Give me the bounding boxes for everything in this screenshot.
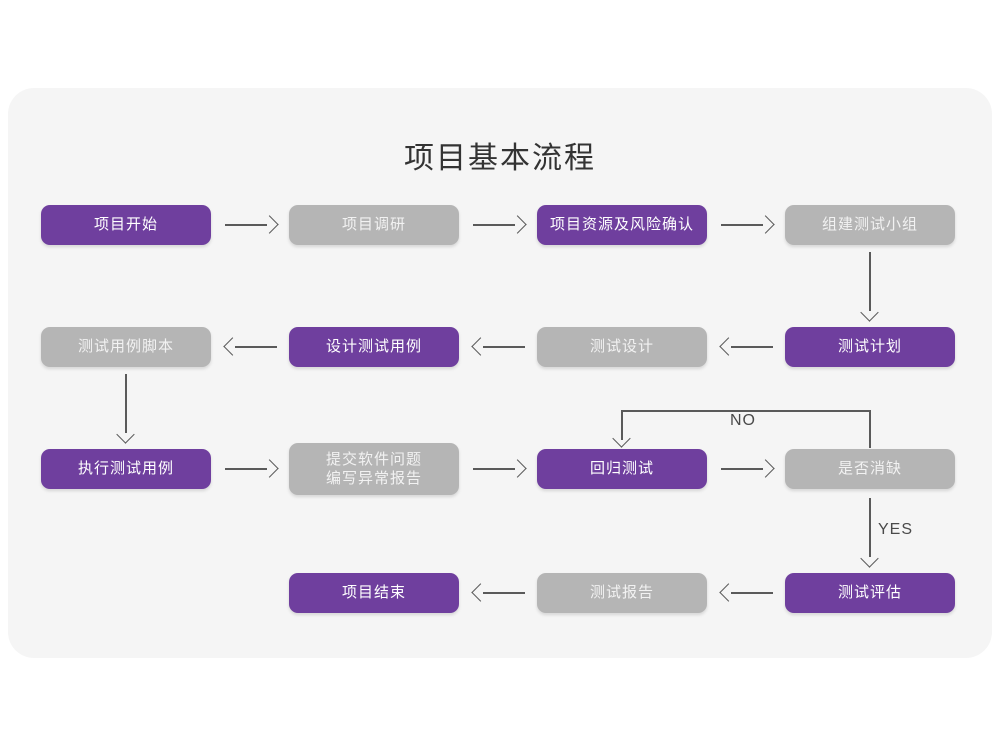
node-label: 项目开始 bbox=[93, 216, 158, 234]
arrow-n7-to-n6 bbox=[471, 337, 525, 357]
arrow-head-right-icon bbox=[756, 215, 775, 234]
node-project-start[interactable]: 项目开始 bbox=[41, 205, 211, 245]
node-project-end[interactable]: 项目结束 bbox=[289, 573, 459, 613]
arrow-shaft bbox=[869, 252, 871, 311]
node-resource-risk-confirm[interactable]: 项目资源及风险确认 bbox=[537, 205, 707, 245]
node-test-plan[interactable]: 测试计划 bbox=[785, 327, 955, 367]
arrow-n4-to-n8 bbox=[860, 252, 880, 322]
arrow-shaft bbox=[731, 346, 773, 348]
arrow-shaft bbox=[225, 224, 267, 226]
arrow-head-down-icon bbox=[860, 549, 879, 568]
arrow-n8-to-n7 bbox=[719, 337, 773, 357]
arrow-head-down-icon bbox=[860, 303, 879, 322]
arrow-head-right-icon bbox=[508, 215, 527, 234]
arrow-shaft bbox=[869, 498, 871, 557]
arrow-n10-to-n11 bbox=[473, 459, 527, 479]
node-execute-test-case[interactable]: 执行测试用例 bbox=[41, 449, 211, 489]
arrow-shaft bbox=[125, 374, 127, 433]
arrow-head-down-icon bbox=[116, 425, 135, 444]
node-label: 是否消缺 bbox=[837, 460, 902, 478]
diagram-panel bbox=[8, 88, 992, 658]
arrow-n2-to-n3 bbox=[473, 215, 527, 235]
loop-segment-vertical-right bbox=[869, 410, 871, 448]
arrow-head-left-icon bbox=[471, 583, 490, 602]
arrow-shaft bbox=[473, 224, 515, 226]
node-test-case-script[interactable]: 测试用例脚本 bbox=[41, 327, 211, 367]
arrow-head-left-icon bbox=[719, 583, 738, 602]
node-label: 测试报告 bbox=[589, 584, 654, 602]
node-label: 项目调研 bbox=[341, 216, 406, 234]
arrow-shaft bbox=[225, 468, 267, 470]
node-label: 回归测试 bbox=[589, 460, 654, 478]
node-label: 测试用例脚本 bbox=[77, 338, 174, 356]
node-label: 设计测试用例 bbox=[325, 338, 422, 356]
arrow-n15-to-n14 bbox=[719, 583, 773, 603]
node-label: 项目资源及风险确认 bbox=[549, 216, 694, 234]
node-test-design[interactable]: 测试设计 bbox=[537, 327, 707, 367]
arrow-n9-to-n10 bbox=[225, 459, 279, 479]
node-label: 组建测试小组 bbox=[821, 216, 918, 234]
arrow-head-right-icon bbox=[756, 459, 775, 478]
arrow-n6-to-n5 bbox=[223, 337, 277, 357]
node-project-research[interactable]: 项目调研 bbox=[289, 205, 459, 245]
node-build-test-team[interactable]: 组建测试小组 bbox=[785, 205, 955, 245]
arrow-head-right-icon bbox=[508, 459, 527, 478]
arrow-shaft bbox=[235, 346, 277, 348]
arrow-head-right-icon bbox=[260, 459, 279, 478]
arrow-n3-to-n4 bbox=[721, 215, 775, 235]
node-label: 测试设计 bbox=[589, 338, 654, 356]
node-test-report[interactable]: 测试报告 bbox=[537, 573, 707, 613]
arrow-head-left-icon bbox=[223, 337, 242, 356]
arrow-n1-to-n2 bbox=[225, 215, 279, 235]
arrow-shaft bbox=[731, 592, 773, 594]
arrow-n14-to-n13 bbox=[471, 583, 525, 603]
edge-label-no: NO bbox=[730, 412, 756, 429]
node-test-evaluation[interactable]: 测试评估 bbox=[785, 573, 955, 613]
arrow-shaft bbox=[721, 468, 763, 470]
node-label: 测试评估 bbox=[837, 584, 902, 602]
page-title: 项目基本流程 bbox=[404, 142, 596, 175]
arrow-head-left-icon bbox=[719, 337, 738, 356]
loop-segment-horizontal bbox=[621, 410, 871, 412]
node-label: 执行测试用例 bbox=[77, 460, 174, 478]
loop-segment-vertical-left bbox=[621, 410, 623, 440]
node-label: 项目结束 bbox=[341, 584, 406, 602]
arrow-n12-to-n15 bbox=[860, 498, 880, 568]
node-regression-test[interactable]: 回归测试 bbox=[537, 449, 707, 489]
node-label: 提交软件问题 编写异常报告 bbox=[325, 450, 422, 488]
arrow-head-left-icon bbox=[471, 337, 490, 356]
arrow-shaft bbox=[483, 592, 525, 594]
edge-label-yes: YES bbox=[878, 521, 914, 538]
arrow-n11-to-n12 bbox=[721, 459, 775, 479]
arrow-head-right-icon bbox=[260, 215, 279, 234]
arrow-shaft bbox=[473, 468, 515, 470]
node-defect-resolved-decision[interactable]: 是否消缺 bbox=[785, 449, 955, 489]
arrow-shaft bbox=[721, 224, 763, 226]
arrow-shaft bbox=[483, 346, 525, 348]
node-design-test-case[interactable]: 设计测试用例 bbox=[289, 327, 459, 367]
node-submit-issue-report[interactable]: 提交软件问题 编写异常报告 bbox=[289, 443, 459, 495]
node-label: 测试计划 bbox=[837, 338, 902, 356]
arrow-n5-to-n9 bbox=[116, 374, 136, 444]
